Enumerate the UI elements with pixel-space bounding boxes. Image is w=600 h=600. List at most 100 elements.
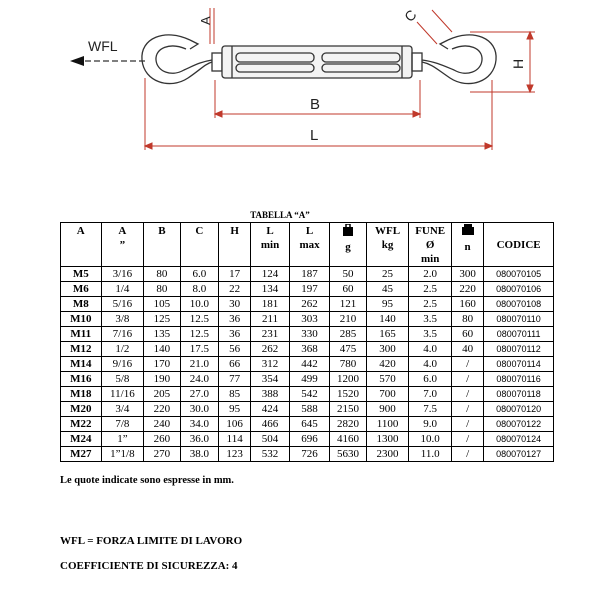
cell-l-min: 124 xyxy=(250,266,290,282)
cell-wfl-kg: 165 xyxy=(365,326,410,342)
cell-b: 80 xyxy=(143,266,181,282)
cell-l-max: 197 xyxy=(288,281,331,297)
cell-code: 080070118 xyxy=(483,386,554,402)
cell-h: 36 xyxy=(218,326,252,342)
header-pieces: n xyxy=(450,222,485,267)
cell-fune-min: 2.5 xyxy=(408,296,452,312)
cell-pieces: 220 xyxy=(450,281,485,297)
cell-a-metric: M14 xyxy=(60,356,102,372)
cell-a-metric: M16 xyxy=(60,371,102,387)
cell-a-inch: 1/4 xyxy=(100,281,145,297)
cell-b: 240 xyxy=(143,416,181,432)
cell-h: 106 xyxy=(218,416,252,432)
cell-a-metric: M22 xyxy=(60,416,102,432)
cell-a-metric: M27 xyxy=(60,446,102,462)
cell-l-max: 645 xyxy=(288,416,331,432)
cell-weight-g: 780 xyxy=(329,356,367,372)
cell-wfl-kg: 95 xyxy=(365,296,410,312)
header-weight: g xyxy=(329,222,367,267)
cell-l-max: 368 xyxy=(288,341,331,357)
cell-c: 24.0 xyxy=(179,371,220,387)
cell-h: 123 xyxy=(218,446,252,462)
cell-weight-g: 475 xyxy=(329,341,367,357)
cell-wfl-kg: 1300 xyxy=(365,431,410,447)
cell-code: 080070111 xyxy=(483,326,554,342)
cell-code: 080070120 xyxy=(483,401,554,417)
cell-a-metric: M5 xyxy=(60,266,102,282)
cell-h: 22 xyxy=(218,281,252,297)
cell-a-metric: M20 xyxy=(60,401,102,417)
cell-pieces: 300 xyxy=(450,266,485,282)
cell-l-max: 330 xyxy=(288,326,331,342)
cell-l-min: 134 xyxy=(250,281,290,297)
cell-a-metric: M11 xyxy=(60,326,102,342)
cell-a-inch: 1” xyxy=(100,431,145,447)
cell-code: 080070114 xyxy=(483,356,554,372)
cell-pieces: / xyxy=(450,371,485,387)
cell-wfl-kg: 900 xyxy=(365,401,410,417)
cell-b: 125 xyxy=(143,311,181,327)
cell-l-min: 211 xyxy=(250,311,290,327)
cell-wfl-kg: 300 xyxy=(365,341,410,357)
cell-fune-min: 7.5 xyxy=(408,401,452,417)
cell-wfl-kg: 140 xyxy=(365,311,410,327)
cell-code: 080070106 xyxy=(483,281,554,297)
cell-code: 080070124 xyxy=(483,431,554,447)
cell-b: 170 xyxy=(143,356,181,372)
cell-b: 270 xyxy=(143,446,181,462)
cell-pieces: / xyxy=(450,416,485,432)
cell-l-max: 588 xyxy=(288,401,331,417)
cell-c: 34.0 xyxy=(179,416,220,432)
cell-fune-min: 11.0 xyxy=(408,446,452,462)
cell-c: 21.0 xyxy=(179,356,220,372)
cell-fune-min: 10.0 xyxy=(408,431,452,447)
cell-a-inch: 3/8 xyxy=(100,311,145,327)
cell-wfl-kg: 25 xyxy=(365,266,410,282)
cell-code: 080070105 xyxy=(483,266,554,282)
cell-b: 140 xyxy=(143,341,181,357)
right-hook xyxy=(421,34,497,85)
cell-c: 12.5 xyxy=(179,311,220,327)
header-a: A xyxy=(60,222,102,267)
cell-pieces: / xyxy=(450,446,485,462)
cell-a-metric: M18 xyxy=(60,386,102,402)
cell-a-inch: 9/16 xyxy=(100,356,145,372)
cell-fune-min: 9.0 xyxy=(408,416,452,432)
cell-weight-g: 2820 xyxy=(329,416,367,432)
cell-weight-g: 60 xyxy=(329,281,367,297)
cell-pieces: / xyxy=(450,401,485,417)
cell-wfl-kg: 1100 xyxy=(365,416,410,432)
wfl-definition: WFL = FORZA LIMITE DI LAVORO xyxy=(60,535,243,547)
cell-l-max: 442 xyxy=(288,356,331,372)
cell-weight-g: 210 xyxy=(329,311,367,327)
cell-l-max: 542 xyxy=(288,386,331,402)
units-note: Le quote indicate sono espresse in mm. xyxy=(60,475,234,486)
cell-l-min: 532 xyxy=(250,446,290,462)
cell-weight-g: 50 xyxy=(329,266,367,282)
cell-fune-min: 7.0 xyxy=(408,386,452,402)
cell-pieces: 60 xyxy=(450,326,485,342)
cell-a-inch: 5/16 xyxy=(100,296,145,312)
cell-code: 080070122 xyxy=(483,416,554,432)
dim-l-label: L xyxy=(310,127,318,144)
weight-icon xyxy=(343,223,354,236)
cell-l-min: 504 xyxy=(250,431,290,447)
cell-weight-g: 121 xyxy=(329,296,367,312)
cell-pieces: / xyxy=(450,356,485,372)
cell-c: 12.5 xyxy=(179,326,220,342)
cell-l-min: 424 xyxy=(250,401,290,417)
cell-wfl-kg: 570 xyxy=(365,371,410,387)
